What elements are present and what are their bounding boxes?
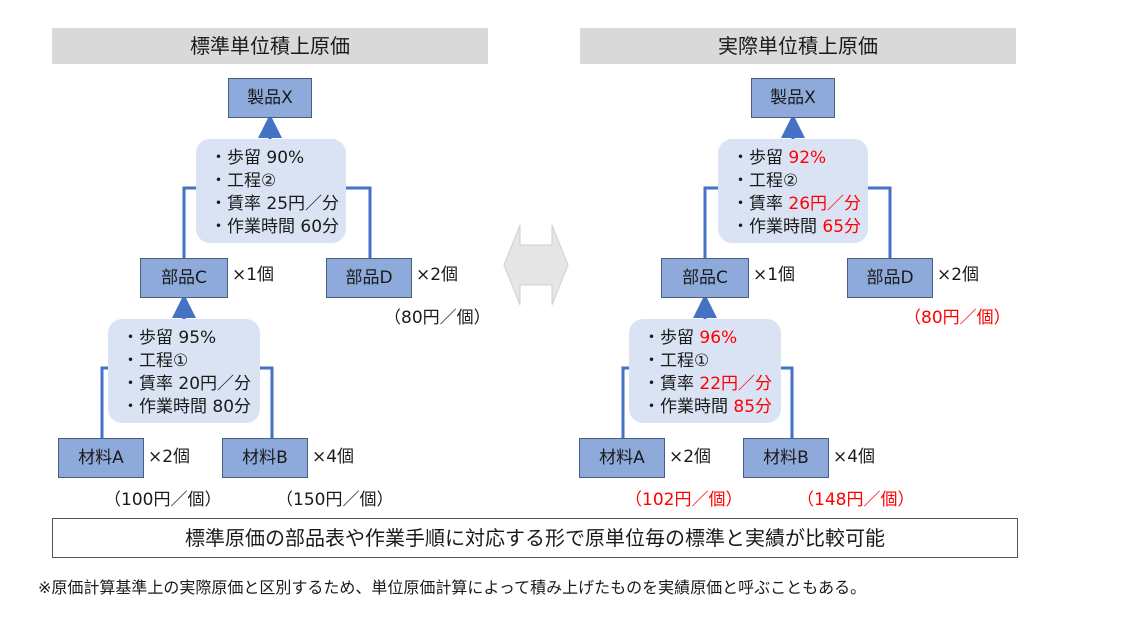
rate-value: 26円／分 <box>788 194 862 214</box>
left-part-d-price: （80円／個） <box>384 308 491 328</box>
yield-label: ・歩留 <box>210 148 267 168</box>
yield-value: 92% <box>788 148 827 168</box>
time-value: 65分 <box>822 217 862 237</box>
left-material-b-qty: ×4個 <box>312 447 355 467</box>
left-lower-process-note: ・歩留 95% ・工程① ・賃率 20円／分 ・作業時間 80分 <box>108 319 260 423</box>
right-material-a-price: （102円／個） <box>625 490 743 510</box>
process-label: ・工程① <box>643 351 710 371</box>
process-label: ・工程① <box>122 351 189 371</box>
rate-label: ・賃率 <box>210 194 267 214</box>
time-value: 85分 <box>733 397 773 417</box>
time-label: ・作業時間 <box>643 397 734 417</box>
yield-label: ・歩留 <box>122 328 179 348</box>
time-value: 60分 <box>300 217 340 237</box>
right-material-a-qty: ×2個 <box>669 447 712 467</box>
yield-label: ・歩留 <box>732 148 789 168</box>
process-label: ・工程② <box>210 171 277 191</box>
yield-label: ・歩留 <box>643 328 700 348</box>
right-material-a-box: 材料A <box>579 438 665 478</box>
time-label: ・作業時間 <box>122 397 213 417</box>
left-material-b-box: 材料B <box>222 438 308 478</box>
right-section-title: 実際単位積上原価 <box>580 28 1016 64</box>
left-material-a-box: 材料A <box>58 438 144 478</box>
left-material-b-price: （150円／個） <box>276 490 394 510</box>
left-part-c-qty: ×1個 <box>232 265 275 285</box>
right-material-b-price: （148円／個） <box>797 490 915 510</box>
left-product-x-box: 製品X <box>228 78 312 118</box>
right-lower-process-note: ・歩留 96% ・工程① ・賃率 22円／分 ・作業時間 85分 <box>629 319 781 423</box>
right-part-c-box: 部品C <box>661 258 749 298</box>
left-part-c-box: 部品C <box>140 258 228 298</box>
yield-value: 96% <box>699 328 738 348</box>
rate-value: 22円／分 <box>699 374 773 394</box>
time-value: 80分 <box>212 397 252 417</box>
left-material-a-qty: ×2個 <box>148 447 191 467</box>
right-part-c-qty: ×1個 <box>753 265 796 285</box>
right-material-b-box: 材料B <box>743 438 829 478</box>
left-material-a-price: （100円／個） <box>104 490 222 510</box>
rate-label: ・賃率 <box>732 194 789 214</box>
time-label: ・作業時間 <box>732 217 823 237</box>
right-product-x-box: 製品X <box>751 78 835 118</box>
right-part-d-qty: ×2個 <box>937 265 980 285</box>
left-section-title: 標準単位積上原価 <box>52 28 488 64</box>
left-upper-process-note: ・歩留 90% ・工程② ・賃率 25円／分 ・作業時間 60分 <box>196 139 346 243</box>
left-part-d-box: 部品D <box>326 258 412 298</box>
right-part-d-price: （80円／個） <box>904 308 1011 328</box>
right-material-b-qty: ×4個 <box>833 447 876 467</box>
process-label: ・工程② <box>732 171 799 191</box>
footnote: ※原価計算基準上の実際原価と区別するため、単位原価計算によって積み上げたものを実… <box>38 578 867 597</box>
yield-value: 90% <box>266 148 305 168</box>
rate-label: ・賃率 <box>122 374 179 394</box>
right-upper-process-note: ・歩留 92% ・工程② ・賃率 26円／分 ・作業時間 65分 <box>718 139 868 243</box>
compare-double-arrow-icon <box>503 224 569 306</box>
left-part-d-qty: ×2個 <box>416 265 459 285</box>
right-part-d-box: 部品D <box>847 258 933 298</box>
rate-label: ・賃率 <box>643 374 700 394</box>
summary-statement: 標準原価の部品表や作業手順に対応する形で原単位毎の標準と実績が比較可能 <box>52 518 1018 558</box>
rate-value: 25円／分 <box>266 194 340 214</box>
yield-value: 95% <box>178 328 217 348</box>
time-label: ・作業時間 <box>210 217 301 237</box>
rate-value: 20円／分 <box>178 374 252 394</box>
